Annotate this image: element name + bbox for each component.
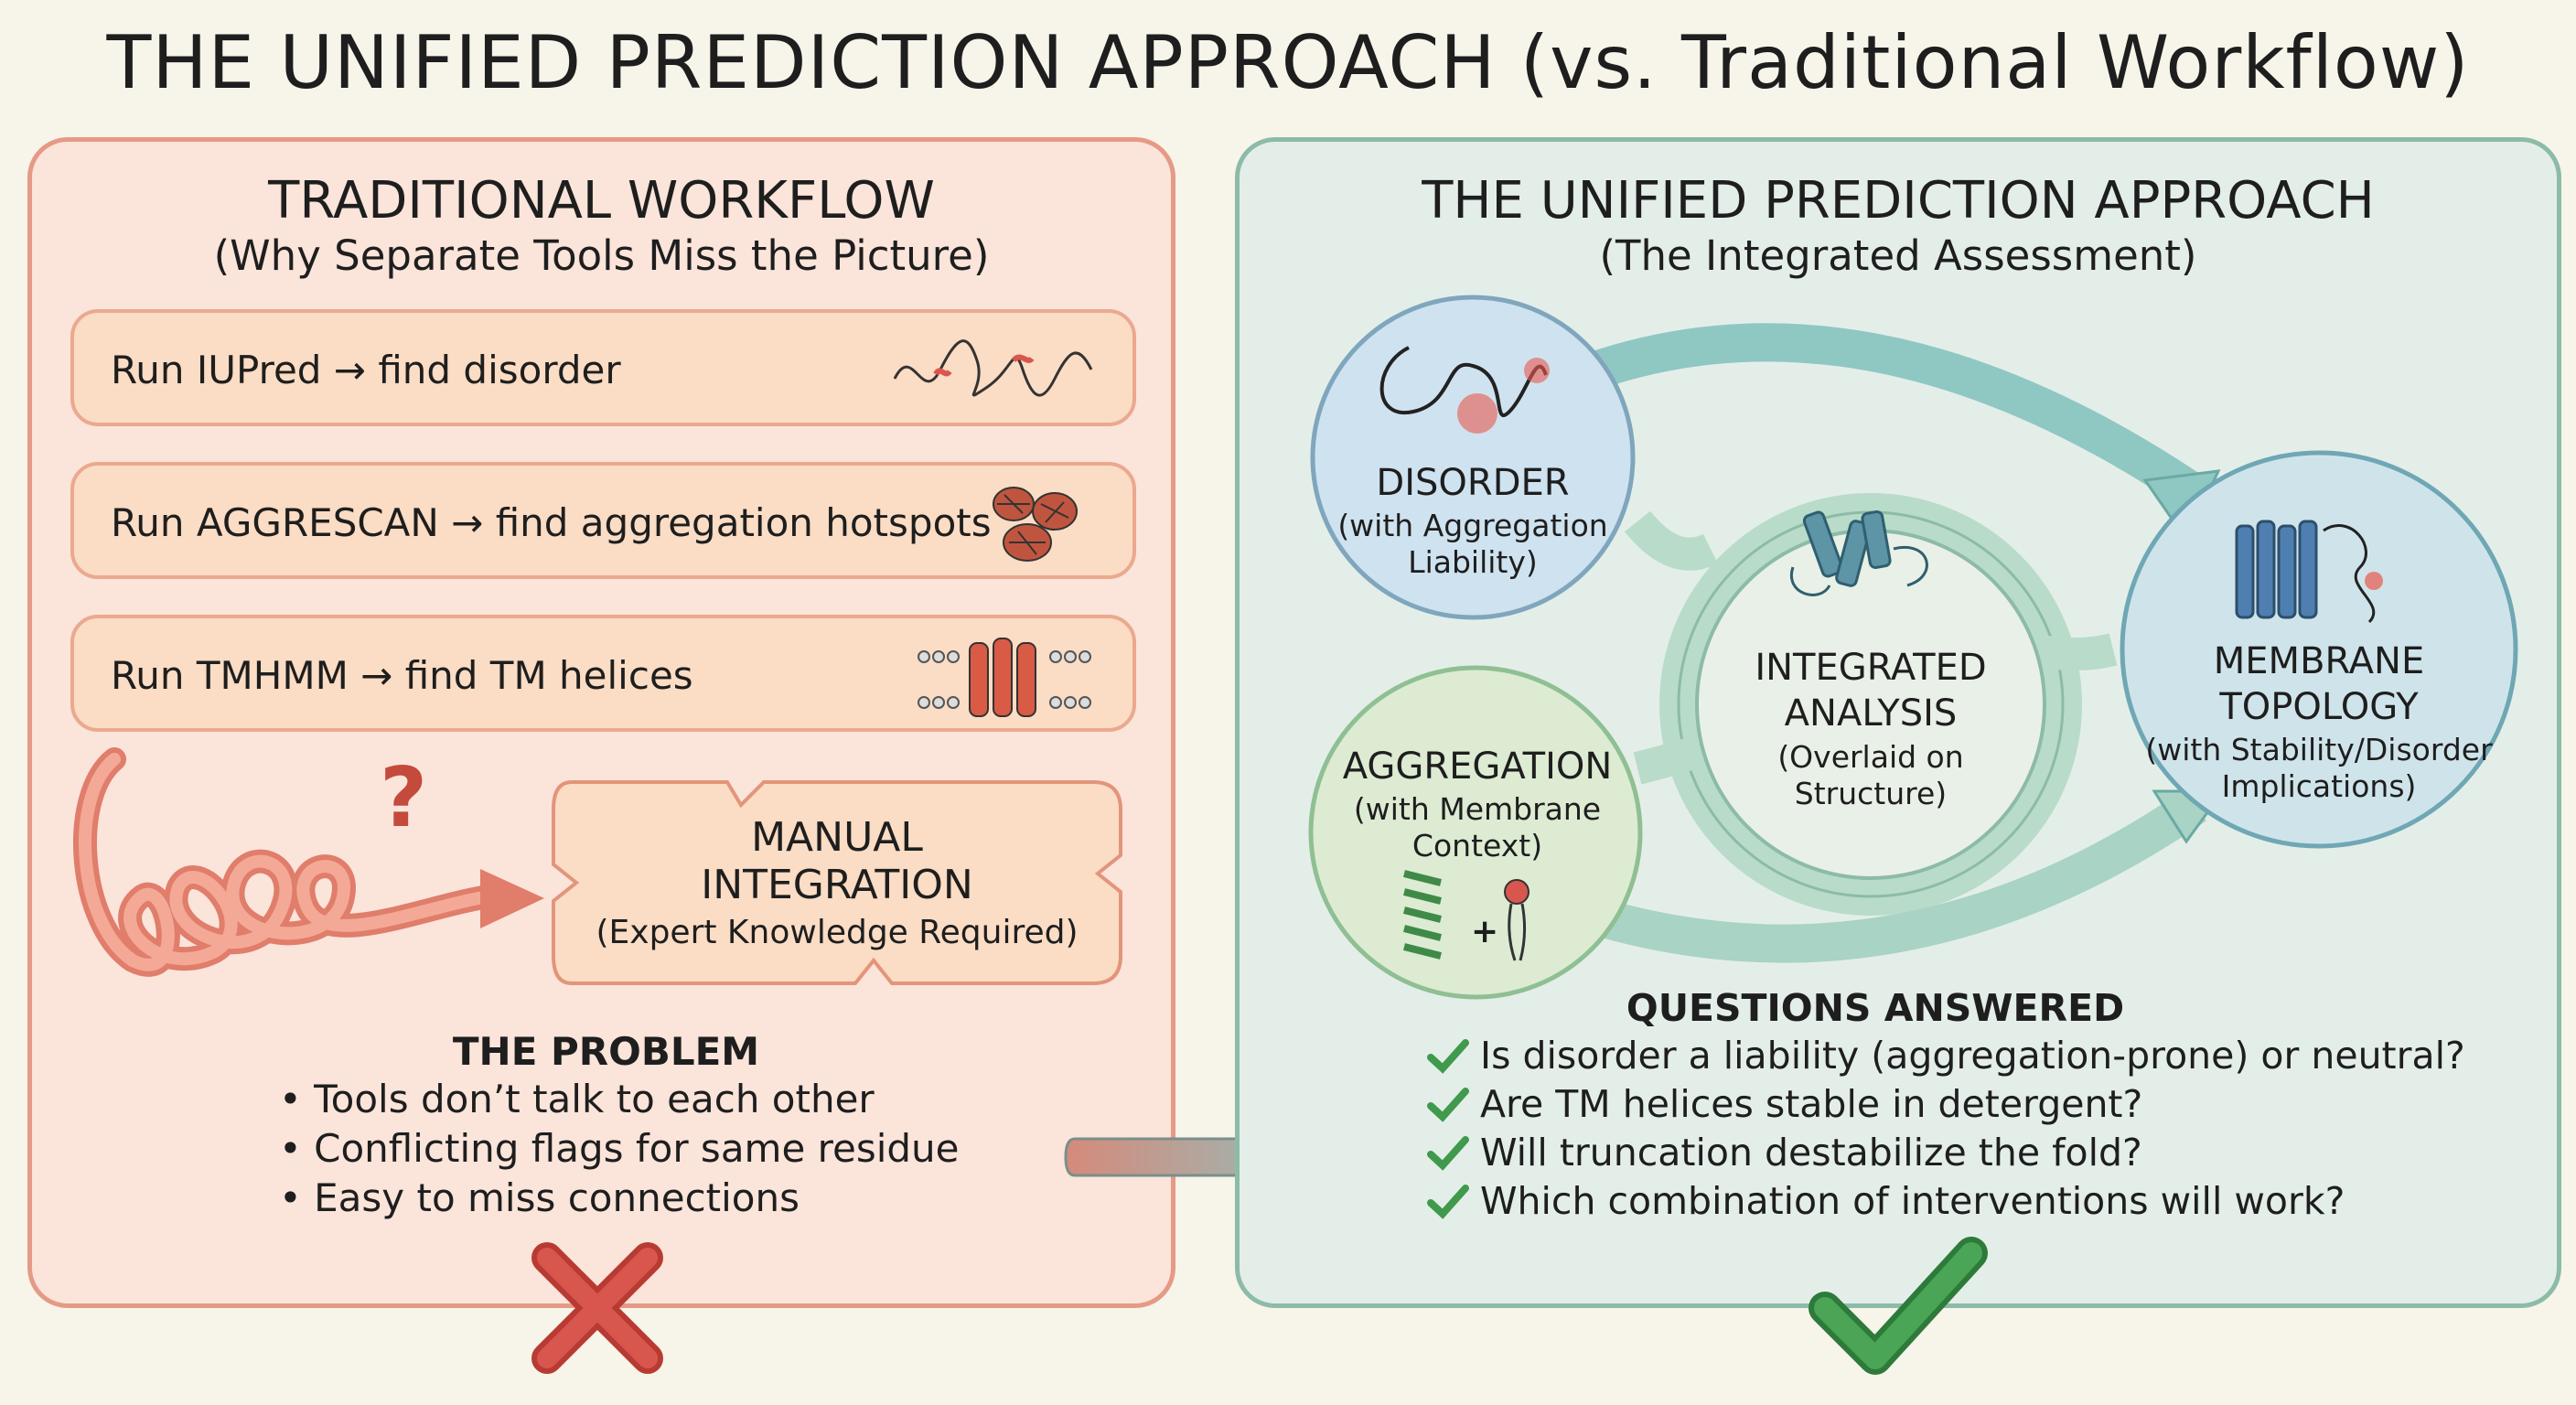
problem-item: Conflicting flags for same residue [279,1124,959,1174]
check-icon [1427,1088,1469,1122]
integrated-line1: INTEGRATED [1755,647,1987,689]
tool-box-tmhmm: Run TMHMM → find TM helices [70,615,1136,732]
tool-label-aggrescan: Run AGGRESCAN → find aggregation hotspot… [111,500,992,545]
question-item: Are TM helices stable in detergent? [1427,1080,2465,1129]
left-panel-subtitle: (Why Separate Tools Miss the Picture) [213,231,990,280]
disordered-chain-icon [893,339,1093,397]
tool-label-iupred: Run IUPred → find disorder [111,348,621,392]
aggregation-subtitle: (with Membrane Context) [1308,791,1647,864]
manual-line1: MANUAL [751,814,923,861]
question-mark: ? [380,750,428,846]
aggregation-sub1: (with Membrane [1353,791,1602,827]
check-icon [1427,1039,1469,1074]
integration-diagram [1308,295,2518,1000]
integrated-title: INTEGRATED ANALYSIS [1724,645,2017,736]
tm-helices-icon [2235,520,2376,624]
question-item: Which combination of interventions will … [1427,1177,2465,1226]
questions-list: Is disorder a liability (aggregation-pro… [1427,1032,2465,1226]
disorder-title: DISORDER [1376,462,1570,504]
question-text: Will truncation destabilize the fold? [1480,1131,2142,1174]
tool-box-aggrescan: Run AGGRESCAN → find aggregation hotspot… [70,462,1136,579]
aggregation-title: AGGREGATION [1342,745,1613,788]
questions-title: QUESTIONS ANSWERED [1626,986,2125,1030]
tool-label-tmhmm: Run TMHMM → find TM helices [111,653,693,698]
helix-icon [1403,870,1442,960]
disorder-subtitle: (with Aggregation Liability) [1317,508,1628,581]
problem-item: Easy to miss connections [279,1174,960,1223]
disorder-sub2: Liability) [1408,544,1538,580]
question-item: Will truncation destabilize the fold? [1427,1129,2465,1177]
check-icon [1427,1185,1469,1219]
membrane-helix-icon [918,638,1091,717]
question-item: Is disorder a liability (aggregation-pro… [1427,1032,2465,1080]
disorder-chain-icon [1379,346,1548,417]
disorder-node [1310,295,1636,620]
traditional-workflow-panel: TRADITIONAL WORKFLOW (Why Separate Tools… [27,137,1175,1308]
membrane-sub2: Implications) [2221,768,2417,804]
integrated-sub2: Structure) [1794,776,1948,811]
membrane-title: MEMBRANE TOPOLOGY [2141,638,2497,730]
problem-title: THE PROBLEM [452,1029,760,1074]
top-curved-arrow [1509,323,2206,510]
problem-list: Tools don’t talk to each other Conflicti… [279,1075,960,1223]
red-x-icon [531,1242,663,1374]
left-panel-title: TRADITIONAL WORKFLOW [268,171,935,231]
aggregation-sub2: Context) [1411,828,1543,863]
aggregate-cluster-icon [993,487,1078,562]
disorder-sub1: (with Aggregation [1337,508,1608,543]
lipid-icon [1504,879,1530,905]
check-icon [1427,1136,1469,1171]
manual-integration-box [552,780,1122,985]
membrane-topology-node [2120,450,2518,849]
right-panel-title: THE UNIFIED PREDICTION APPROACH [1422,171,2375,231]
main-title: THE UNIFIED PREDICTION APPROACH (vs. Tra… [106,20,2470,105]
green-check-icon [1809,1237,1988,1375]
membrane-subtitle: (with Stability/Disorder Implications) [2141,732,2497,805]
question-text: Which combination of interventions will … [1480,1179,2345,1223]
arrow-head [480,869,544,928]
right-panel-subtitle: (The Integrated Assessment) [1599,231,2197,280]
protein-structure-icon [1789,509,1928,596]
tool-box-iupred: Run IUPred → find disorder [70,309,1136,426]
membrane-sub1: (with Stability/Disorder [2145,732,2493,767]
question-text: Is disorder a liability (aggregation-pro… [1480,1034,2465,1078]
manual-note: (Expert Knowledge Required) [596,914,1079,951]
bottom-curved-arrow [1530,788,2206,963]
manual-integration-text: MANUAL INTEGRATION (Expert Knowledge Req… [553,814,1121,957]
aggregation-node [1308,665,1643,1000]
integrated-line2: ANALYSIS [1784,692,1958,735]
plus-sign: + [1471,913,1499,950]
problem-item: Tools don’t talk to each other [279,1075,960,1124]
membrane-line2: TOPOLOGY [2219,686,2419,728]
integrated-sub1: (Overlaid on [1777,739,1964,775]
tangled-protein-icon [73,747,544,977]
manual-line2: INTEGRATION [701,862,973,908]
question-text: Are TM helices stable in detergent? [1480,1082,2143,1126]
integrated-subtitle: (Overlaid on Structure) [1724,739,2017,812]
membrane-line1: MEMBRANE [2213,640,2425,682]
